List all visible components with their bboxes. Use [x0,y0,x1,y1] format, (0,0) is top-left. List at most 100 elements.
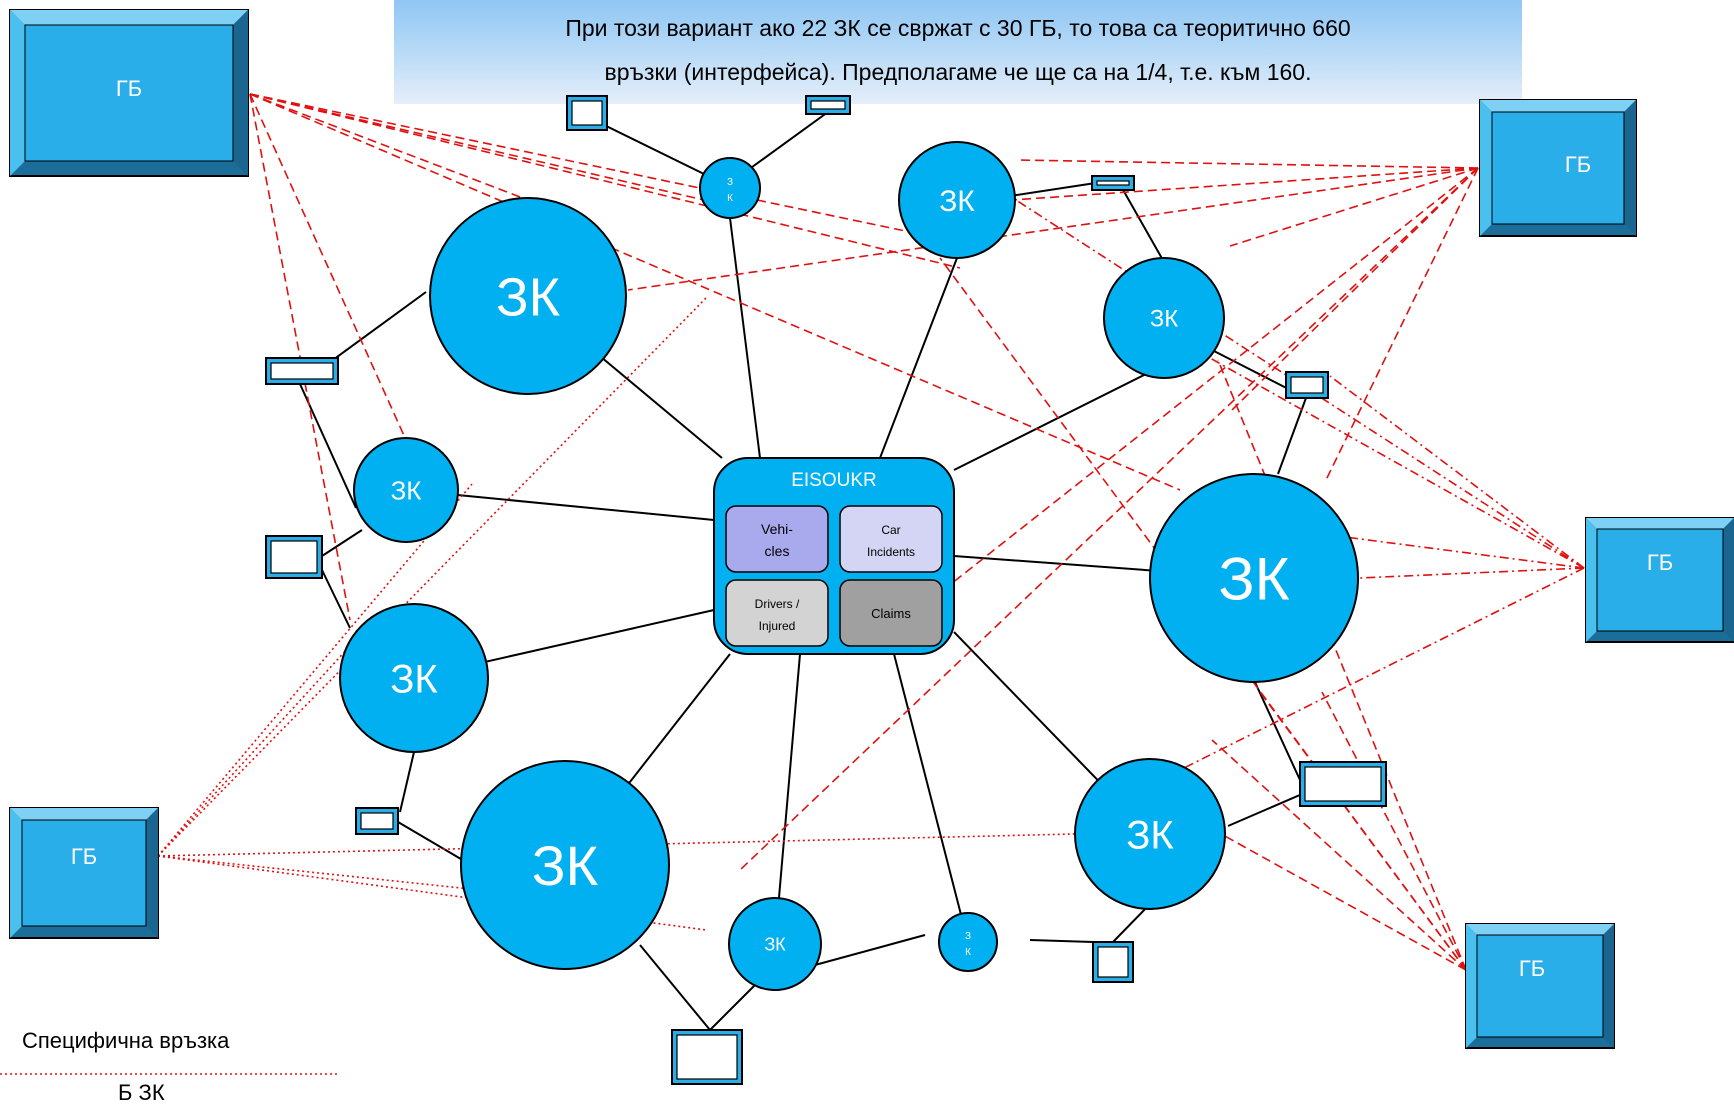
connection-lines [157,93,1585,1031]
link-solid [953,371,1151,471]
link-red [1321,691,1467,971]
hub-module-label: Claims [871,606,911,621]
insurer-node: ЗК [898,141,1016,259]
hub-module-label: Injured [759,619,796,633]
insurer-circle [339,603,489,753]
link-red [1217,359,1467,971]
insurer-node: ЗК [1074,758,1226,910]
insurer-small-label: К [727,193,733,204]
insurer-node-small: ЗК [699,157,761,219]
link-solid [709,979,761,1031]
link-red [157,297,707,857]
insurer-node: ЗК [728,897,822,991]
link-solid [1253,679,1301,781]
insurer-label: ЗК [496,267,561,327]
link-solid [321,529,363,557]
guarantee-fund-box: ГБ [1479,99,1637,237]
insurer-circle [460,760,670,970]
insurer-node: ЗК [1149,473,1359,683]
guarantee-funds: ГБ ГБ ГБ ГБ ГБ [9,9,1734,1049]
link-solid [1277,397,1307,475]
insurer-circle [429,197,627,395]
link-red [879,167,1479,641]
small-box [566,95,608,131]
insurer-label: ЗК [391,475,422,505]
link-solid [639,944,711,1031]
insurer-label: ЗК [1126,813,1174,857]
insurer-circle [898,141,1016,259]
small-box [265,535,323,579]
insurer-circle [728,897,822,991]
link-red [1359,567,1585,579]
link-solid [774,653,801,945]
link-solid [1029,939,1094,943]
link-solid [1112,903,1151,943]
link-solid [893,653,969,943]
insurer-label: ЗК [390,657,438,701]
guarantee-fund-box: ГБ [1465,923,1615,1049]
insurer-circle [1149,473,1359,683]
link-red [157,623,371,857]
guarantee-fund-box: ГБ [1585,517,1734,643]
link-solid [1009,181,1103,197]
banner-line-2: връзки (интерфейса). Предполагаме че ще … [604,59,1312,85]
insurer-node: ЗК [339,603,489,753]
link-red [249,93,1181,491]
insurer-circle [1074,758,1226,910]
link-red [249,93,529,201]
hub-module: Drivers /Injured [725,579,829,647]
link-red [1011,167,1479,201]
guarantee-fund-label: ГБ [1647,550,1673,575]
hub-module-label: Vehi- [761,521,793,537]
link-red [157,855,481,891]
insurer-circle [353,437,459,543]
link-red [1325,167,1479,481]
insurer-label: ЗК [1218,546,1289,613]
link-red [1015,159,1479,169]
link-solid [399,751,415,813]
guarantee-fund-box: ГБ [9,9,249,177]
insurer-label: ЗК [1150,306,1178,333]
hub-module-label: Car [881,523,900,537]
link-red [739,167,1479,871]
small-box [1285,371,1329,399]
insurer-circle [938,912,998,972]
guarantee-fund-label: ГБ [1519,956,1545,981]
link-red [1209,357,1585,569]
link-red [1211,739,1467,971]
link-red [157,483,473,857]
insurer-circle [1103,257,1225,379]
insurer-node: ЗК [353,437,459,543]
hub-module: Claims [839,579,943,647]
insurer-node-small: ЗК [938,912,998,972]
link-solid [1121,187,1165,263]
small-box [671,1029,743,1085]
guarantee-fund-label: ГБ [71,844,97,869]
link-solid [747,111,829,171]
insurer-small-label: З [965,931,971,942]
legend-second-label: Б ЗК [118,1080,165,1105]
insurer-small-label: К [965,947,971,958]
link-red [1329,375,1585,569]
link-red [1163,567,1585,779]
link-red [249,93,959,243]
insurer-label: ЗК [764,934,786,954]
guarantee-fund-box: ГБ [9,807,159,939]
small-box [805,95,851,115]
link-solid [729,217,761,459]
link-solid [321,569,351,629]
hub-module-label: Incidents [867,545,915,559]
link-red [627,167,1479,291]
insurer-circle [699,157,761,219]
insurer-label: ЗК [939,185,975,218]
insurer-node: ЗК [460,760,670,970]
link-red [249,93,407,441]
guarantee-fund-label: ГБ [116,76,142,101]
link-red [249,93,961,269]
banner-line-1: При този вариант ако 22 ЗК се свржат с 3… [565,15,1351,41]
link-red [1213,829,1467,971]
link-solid [397,821,467,863]
